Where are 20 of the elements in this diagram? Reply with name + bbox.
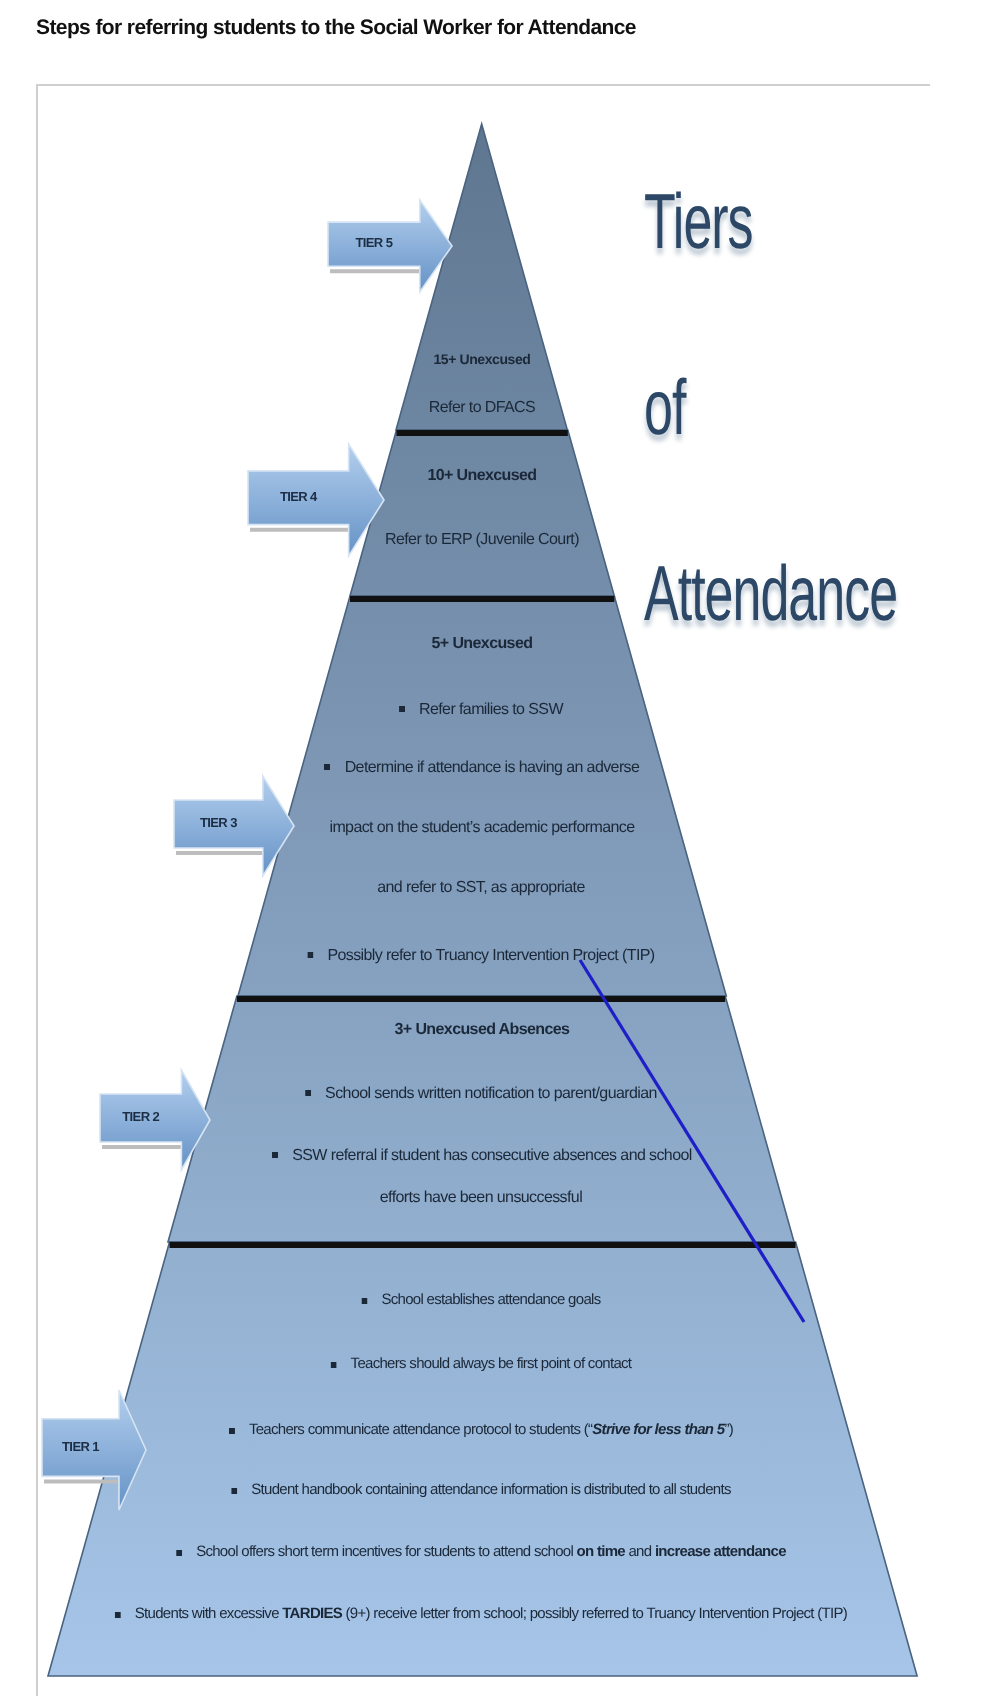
bullet-text: SSW referral if student has consecutive absences and school efforts have been unsuccessful: [290, 1146, 692, 1206]
tier-callout: [42, 1390, 146, 1510]
page-title: Steps for referring students to the Social Worker for Attendance: [36, 16, 638, 40]
pyramid-tier: [349, 430, 615, 596]
bullet-text: Determine if attendance is having an adverse impact on the student’s academic performance and refer to SST, as appropriate: [329, 758, 640, 896]
pyramid-tier: [396, 124, 568, 430]
tier-callout: [328, 200, 452, 292]
tier-text: Refer to ERP (Juvenile Court): [383, 530, 581, 550]
tier-heading: 10+ Unexcused: [425, 466, 539, 486]
tier-heading: 5+ Unexcused: [429, 634, 535, 654]
tiers-heading: Tiers of Attendance: [644, 174, 900, 642]
tier-text: Refer to DFACS: [426, 398, 538, 418]
tier-heading: 3+ Unexcused Absences: [392, 1020, 572, 1040]
pyramid-tier: [168, 996, 795, 1242]
tier-callout: [174, 776, 294, 876]
bullet-text: School sends written notification to parent/guardian: [323, 1084, 659, 1102]
tier-callout: [100, 1070, 210, 1170]
tier-callout: [248, 444, 384, 556]
bullet-text: Refer families to SSW: [417, 700, 565, 718]
bullet-text: Possibly refer to Truancy Intervention Project (TIP): [325, 946, 657, 964]
